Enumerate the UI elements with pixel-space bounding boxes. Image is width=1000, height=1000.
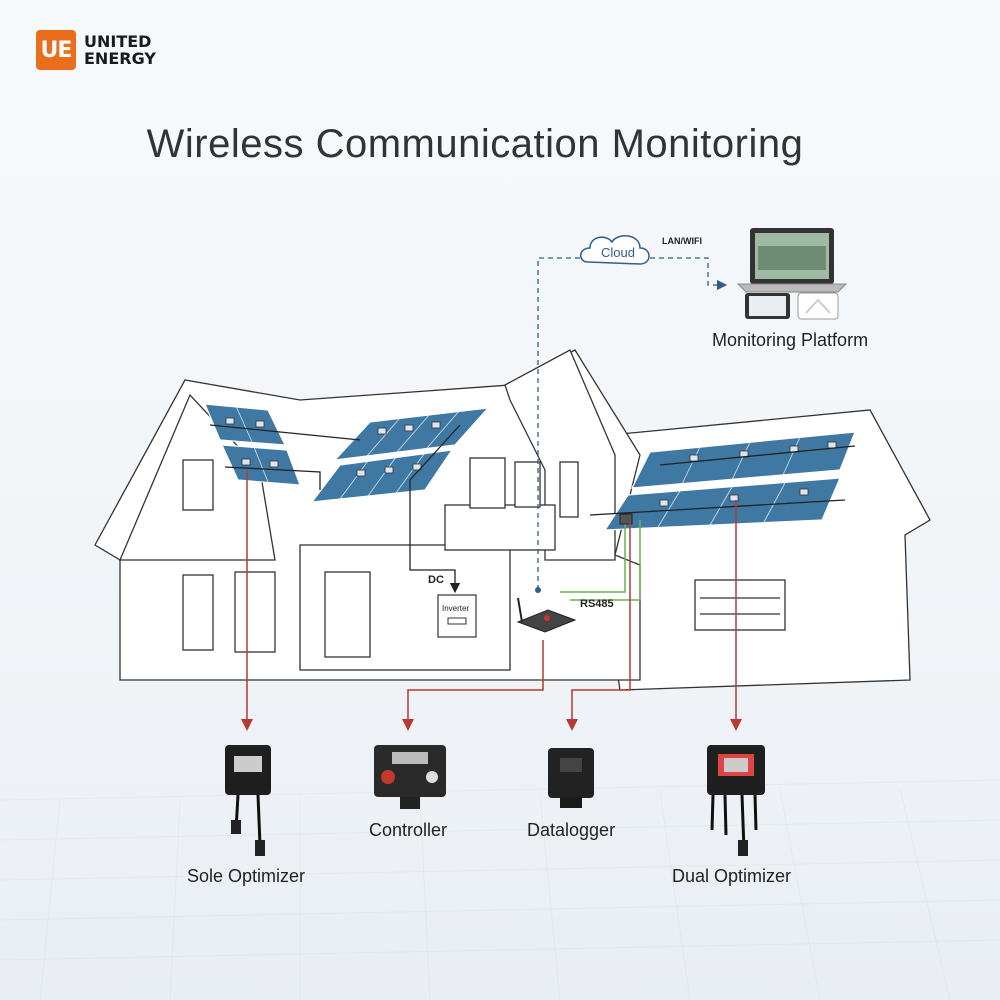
tablet-icon xyxy=(745,293,790,319)
phone-icon xyxy=(797,292,839,320)
device-label-sole-optimizer: Sole Optimizer xyxy=(187,866,306,886)
datalogger-device xyxy=(548,748,594,808)
device-label-datalogger: Datalogger xyxy=(527,820,616,840)
device-label-dual-optimizer: Dual Optimizer xyxy=(672,866,792,886)
solar-panel-group xyxy=(333,407,490,461)
cloud-icon xyxy=(580,235,650,265)
cloud-label: Cloud xyxy=(601,245,635,260)
laptop-icon xyxy=(736,228,848,293)
arrow-to-datalogger xyxy=(566,522,631,731)
rs485-label: RS485 xyxy=(580,598,614,610)
window xyxy=(559,461,579,518)
brand-line-2: ENERGY xyxy=(84,49,156,68)
solar-panel-group xyxy=(630,431,856,489)
controller-device xyxy=(374,745,446,809)
window xyxy=(469,457,506,509)
dual-optimizer-device xyxy=(707,745,765,856)
inverter-box xyxy=(437,594,477,638)
garage-door xyxy=(694,579,786,631)
gateway-device xyxy=(516,597,577,633)
brand-name: UNITED ENERGY xyxy=(84,33,156,67)
window xyxy=(324,571,371,658)
lan-wifi-label: LAN/WIFI xyxy=(662,236,702,246)
inverter-label: Inverter xyxy=(442,604,470,613)
solar-panel-group xyxy=(204,403,286,446)
sole-optimizer-device xyxy=(225,745,271,856)
window xyxy=(234,571,276,653)
house-tower xyxy=(504,349,616,561)
brand-logo: UE UNITED ENERGY xyxy=(36,30,156,70)
arrow-to-controller xyxy=(402,640,544,731)
monitoring-platform-label: Monitoring Platform xyxy=(712,330,869,350)
window xyxy=(182,459,214,511)
window xyxy=(182,574,214,651)
window xyxy=(514,461,541,508)
brand-mark-icon: UE xyxy=(36,30,76,70)
device-label-controller: Controller xyxy=(369,820,448,840)
page-title: Wireless Communication Monitoring xyxy=(146,122,804,166)
brand-line-1: UNITED xyxy=(84,32,152,51)
dc-label: DC xyxy=(428,574,444,586)
